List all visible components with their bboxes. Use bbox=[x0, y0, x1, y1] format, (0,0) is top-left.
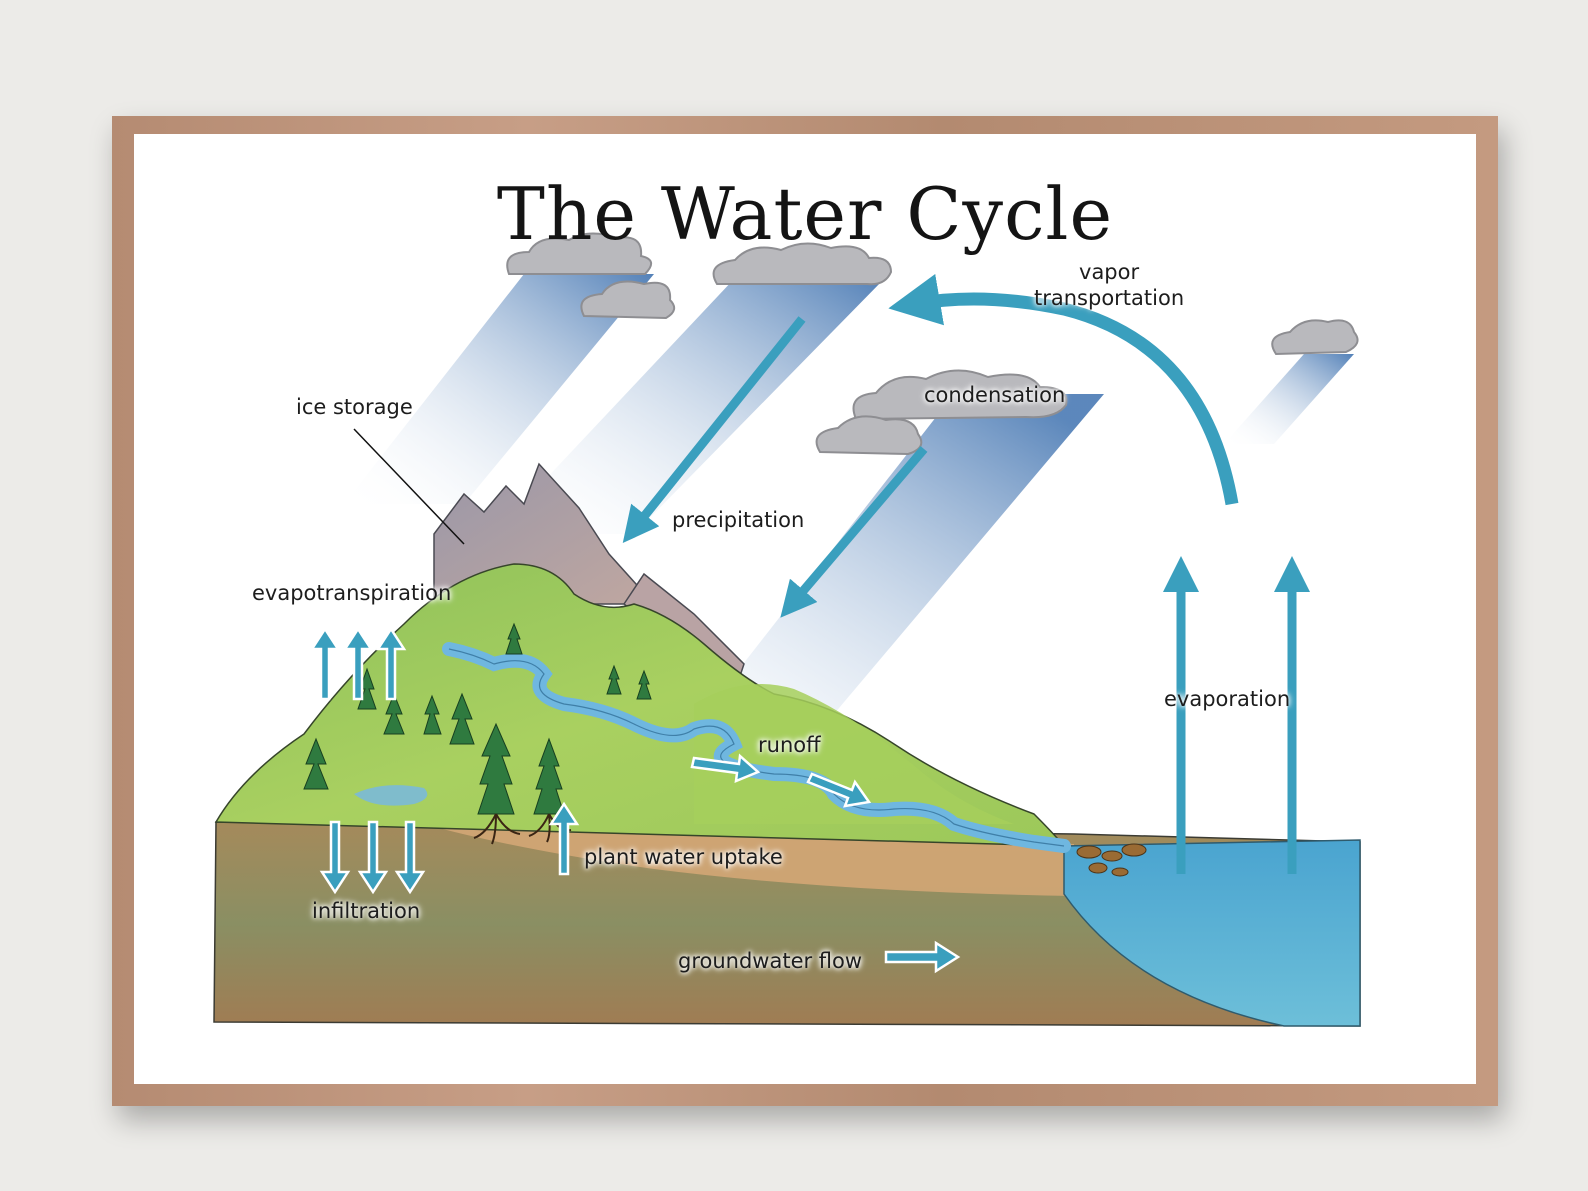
label-precipitation: precipitation bbox=[672, 508, 805, 532]
tree bbox=[449, 692, 475, 745]
rock-peaks bbox=[433, 462, 656, 605]
trees bbox=[303, 622, 652, 815]
precipitation-arrow-1 bbox=[622, 316, 806, 544]
label-groundwater-flow: groundwater flow bbox=[678, 949, 863, 973]
plant-uptake-arrow bbox=[548, 801, 580, 876]
cloud-6 bbox=[1271, 319, 1359, 356]
hill-front bbox=[694, 684, 1014, 824]
label-vapor-line-2: transportation bbox=[1034, 286, 1185, 311]
tree bbox=[533, 737, 565, 815]
label-evapotranspiration: evapotranspiration bbox=[252, 581, 452, 605]
label-plant-water-uptake: plant water uptake bbox=[584, 845, 783, 869]
water-cycle-illustration bbox=[213, 232, 1361, 1027]
tree bbox=[477, 722, 515, 815]
runoff-arrow bbox=[806, 772, 872, 808]
sea bbox=[1063, 839, 1361, 1027]
picture-frame: The Water Cycle vapor transportation con… bbox=[112, 116, 1498, 1106]
tree bbox=[423, 694, 442, 735]
label-ice-storage: ice storage bbox=[296, 395, 413, 419]
evapotranspiration-arrow bbox=[342, 626, 374, 701]
poster: The Water Cycle vapor transportation con… bbox=[134, 134, 1476, 1084]
ice-storage-leader bbox=[353, 428, 465, 545]
cycle-arrows bbox=[622, 273, 1310, 874]
tree bbox=[636, 669, 652, 700]
evapotranspiration-arrow bbox=[309, 626, 341, 701]
cloud-4 bbox=[852, 369, 1068, 421]
pond bbox=[354, 785, 428, 806]
infiltration-arrow bbox=[357, 820, 389, 895]
evapotranspiration-arrow bbox=[375, 626, 407, 701]
label-runoff: runoff bbox=[758, 733, 821, 757]
label-condensation: condensation bbox=[924, 383, 1066, 407]
label-vapor-transportation: vapor transportation bbox=[1034, 259, 1184, 312]
tree bbox=[505, 622, 523, 655]
label-infiltration: infiltration bbox=[312, 899, 421, 923]
infiltration-arrow bbox=[319, 820, 351, 895]
small-arrows bbox=[309, 626, 961, 974]
poster-title: The Water Cycle bbox=[496, 172, 1114, 256]
precipitation-arrow-2 bbox=[780, 446, 928, 618]
shore-rocks bbox=[1076, 843, 1147, 877]
cloud-5 bbox=[815, 415, 923, 456]
groundwater-flow-arrow bbox=[884, 940, 961, 974]
cloud-3 bbox=[712, 242, 893, 286]
cloud-2 bbox=[580, 280, 676, 320]
runoff-arrow bbox=[690, 753, 761, 783]
cloud-1 bbox=[506, 232, 652, 275]
label-evaporation: evaporation bbox=[1164, 687, 1291, 711]
infiltration-arrow bbox=[394, 820, 426, 895]
vapor-transport-arrow bbox=[888, 273, 1239, 506]
tree bbox=[606, 664, 622, 695]
tree bbox=[303, 737, 329, 790]
label-vapor-line-1: vapor bbox=[1079, 260, 1140, 284]
clouds bbox=[506, 232, 1359, 456]
